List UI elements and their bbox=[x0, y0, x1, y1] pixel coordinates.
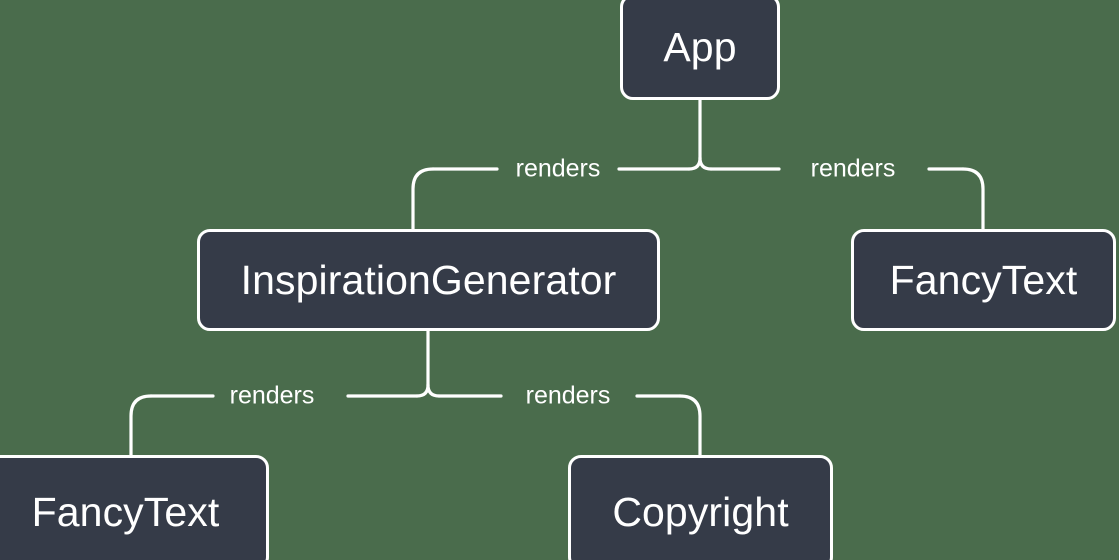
edge-app-junction-right bbox=[698, 156, 713, 171]
edge-inspiration-junction-right bbox=[426, 383, 441, 398]
node-inspiration-generator[interactable]: InspirationGenerator bbox=[197, 229, 660, 331]
edge-label-app-to-inspiration: renders bbox=[515, 154, 601, 183]
edge-inspiration-junction-left bbox=[415, 383, 430, 398]
edge-app-junction-left bbox=[687, 156, 702, 171]
edge-app-to-fancytext-elbow bbox=[961, 167, 985, 231]
node-inspiration-generator-label: InspirationGenerator bbox=[240, 256, 617, 303]
node-app[interactable]: App bbox=[620, 0, 780, 100]
edge-label-app-to-fancytext: renders bbox=[810, 154, 896, 183]
node-fancytext-bottom[interactable]: FancyText bbox=[0, 455, 269, 560]
edge-inspiration-to-fancytext-elbow bbox=[129, 394, 153, 457]
node-fancytext-bottom-label: FancyText bbox=[31, 489, 220, 535]
node-fancytext-right[interactable]: FancyText bbox=[851, 229, 1116, 331]
node-app-label: App bbox=[663, 23, 737, 70]
node-fancytext-right-label: FancyText bbox=[889, 256, 1078, 303]
edge-label-inspiration-to-copyright: renders bbox=[525, 381, 611, 410]
node-copyright-label: Copyright bbox=[612, 489, 789, 535]
edge-inspiration-to-copyright-elbow bbox=[678, 394, 702, 457]
edge-app-to-inspiration-elbow bbox=[411, 167, 435, 231]
node-copyright[interactable]: Copyright bbox=[568, 455, 833, 560]
edge-label-inspiration-to-fancytext: renders bbox=[229, 381, 315, 410]
